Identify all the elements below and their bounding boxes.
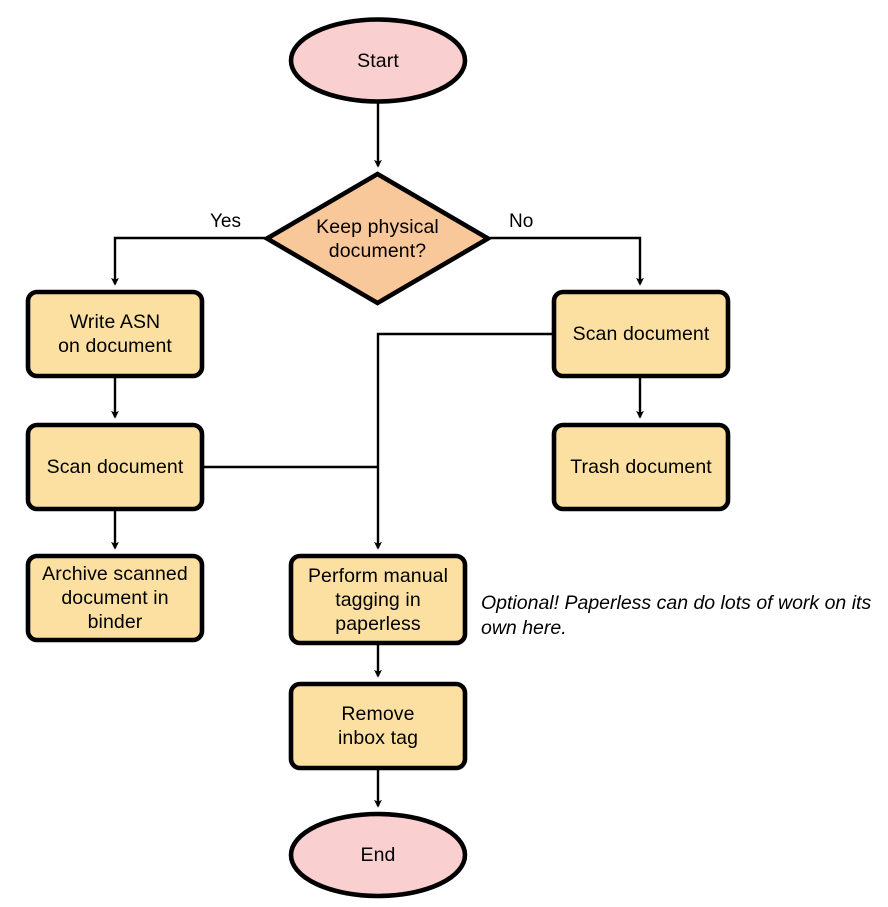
- node-scan-left[interactable]: [25, 422, 205, 512]
- node-archive[interactable]: [25, 553, 205, 643]
- edge-scan-right-to-manual-tagging: [374, 332, 552, 550]
- edge-label-yes: Yes: [210, 211, 241, 232]
- node-remove-inbox[interactable]: [288, 681, 468, 771]
- edge-decision-to-write-asn: [111, 236, 265, 286]
- node-manual-tagging[interactable]: [288, 553, 468, 646]
- node-decision[interactable]: [262, 171, 493, 306]
- optional-note: Optional! Paperless can do lots of work …: [481, 592, 872, 639]
- node-start[interactable]: [288, 17, 468, 104]
- edge-decision-to-scan-right: [490, 236, 644, 286]
- edge-label-no: No: [509, 211, 534, 232]
- node-trash[interactable]: [551, 422, 731, 512]
- node-scan-right[interactable]: [551, 289, 731, 379]
- node-end[interactable]: [288, 811, 468, 899]
- node-write-asn[interactable]: [25, 289, 205, 379]
